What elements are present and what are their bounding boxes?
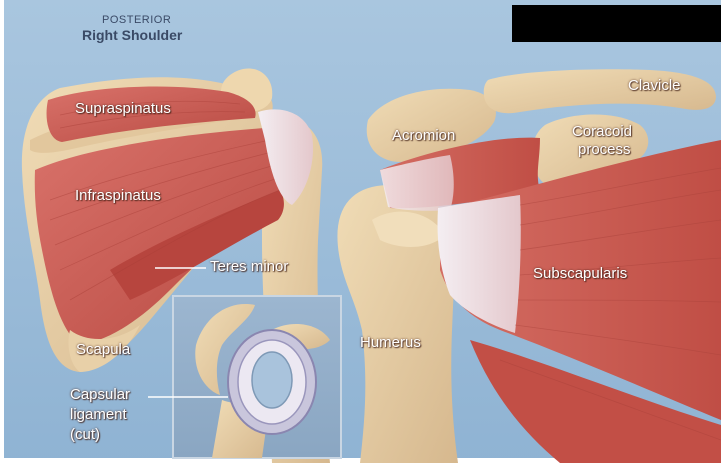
redaction-box [512,5,721,42]
label-teres-minor: Teres minor [210,258,288,275]
glenoid-cavity [252,352,292,408]
label-scapula: Scapula [76,341,130,358]
label-humerus: Humerus [360,334,421,351]
label-infraspinatus: Infraspinatus [75,187,161,204]
label-coracoid-1: Coracoid [572,123,632,140]
label-subscapularis: Subscapularis [533,265,627,282]
label-capsular-ligament-2: ligament [70,406,127,423]
figure-title: Right Shoulder [82,27,182,43]
label-capsular-ligament-1: Capsular [70,386,130,403]
label-supraspinatus: Supraspinatus [75,100,171,117]
view-label: POSTERIOR [102,14,171,26]
label-coracoid-2: process [578,141,631,158]
label-clavicle: Clavicle [628,77,681,94]
label-capsular-ligament-3: (cut) [70,426,100,443]
label-acromion: Acromion [392,127,455,144]
